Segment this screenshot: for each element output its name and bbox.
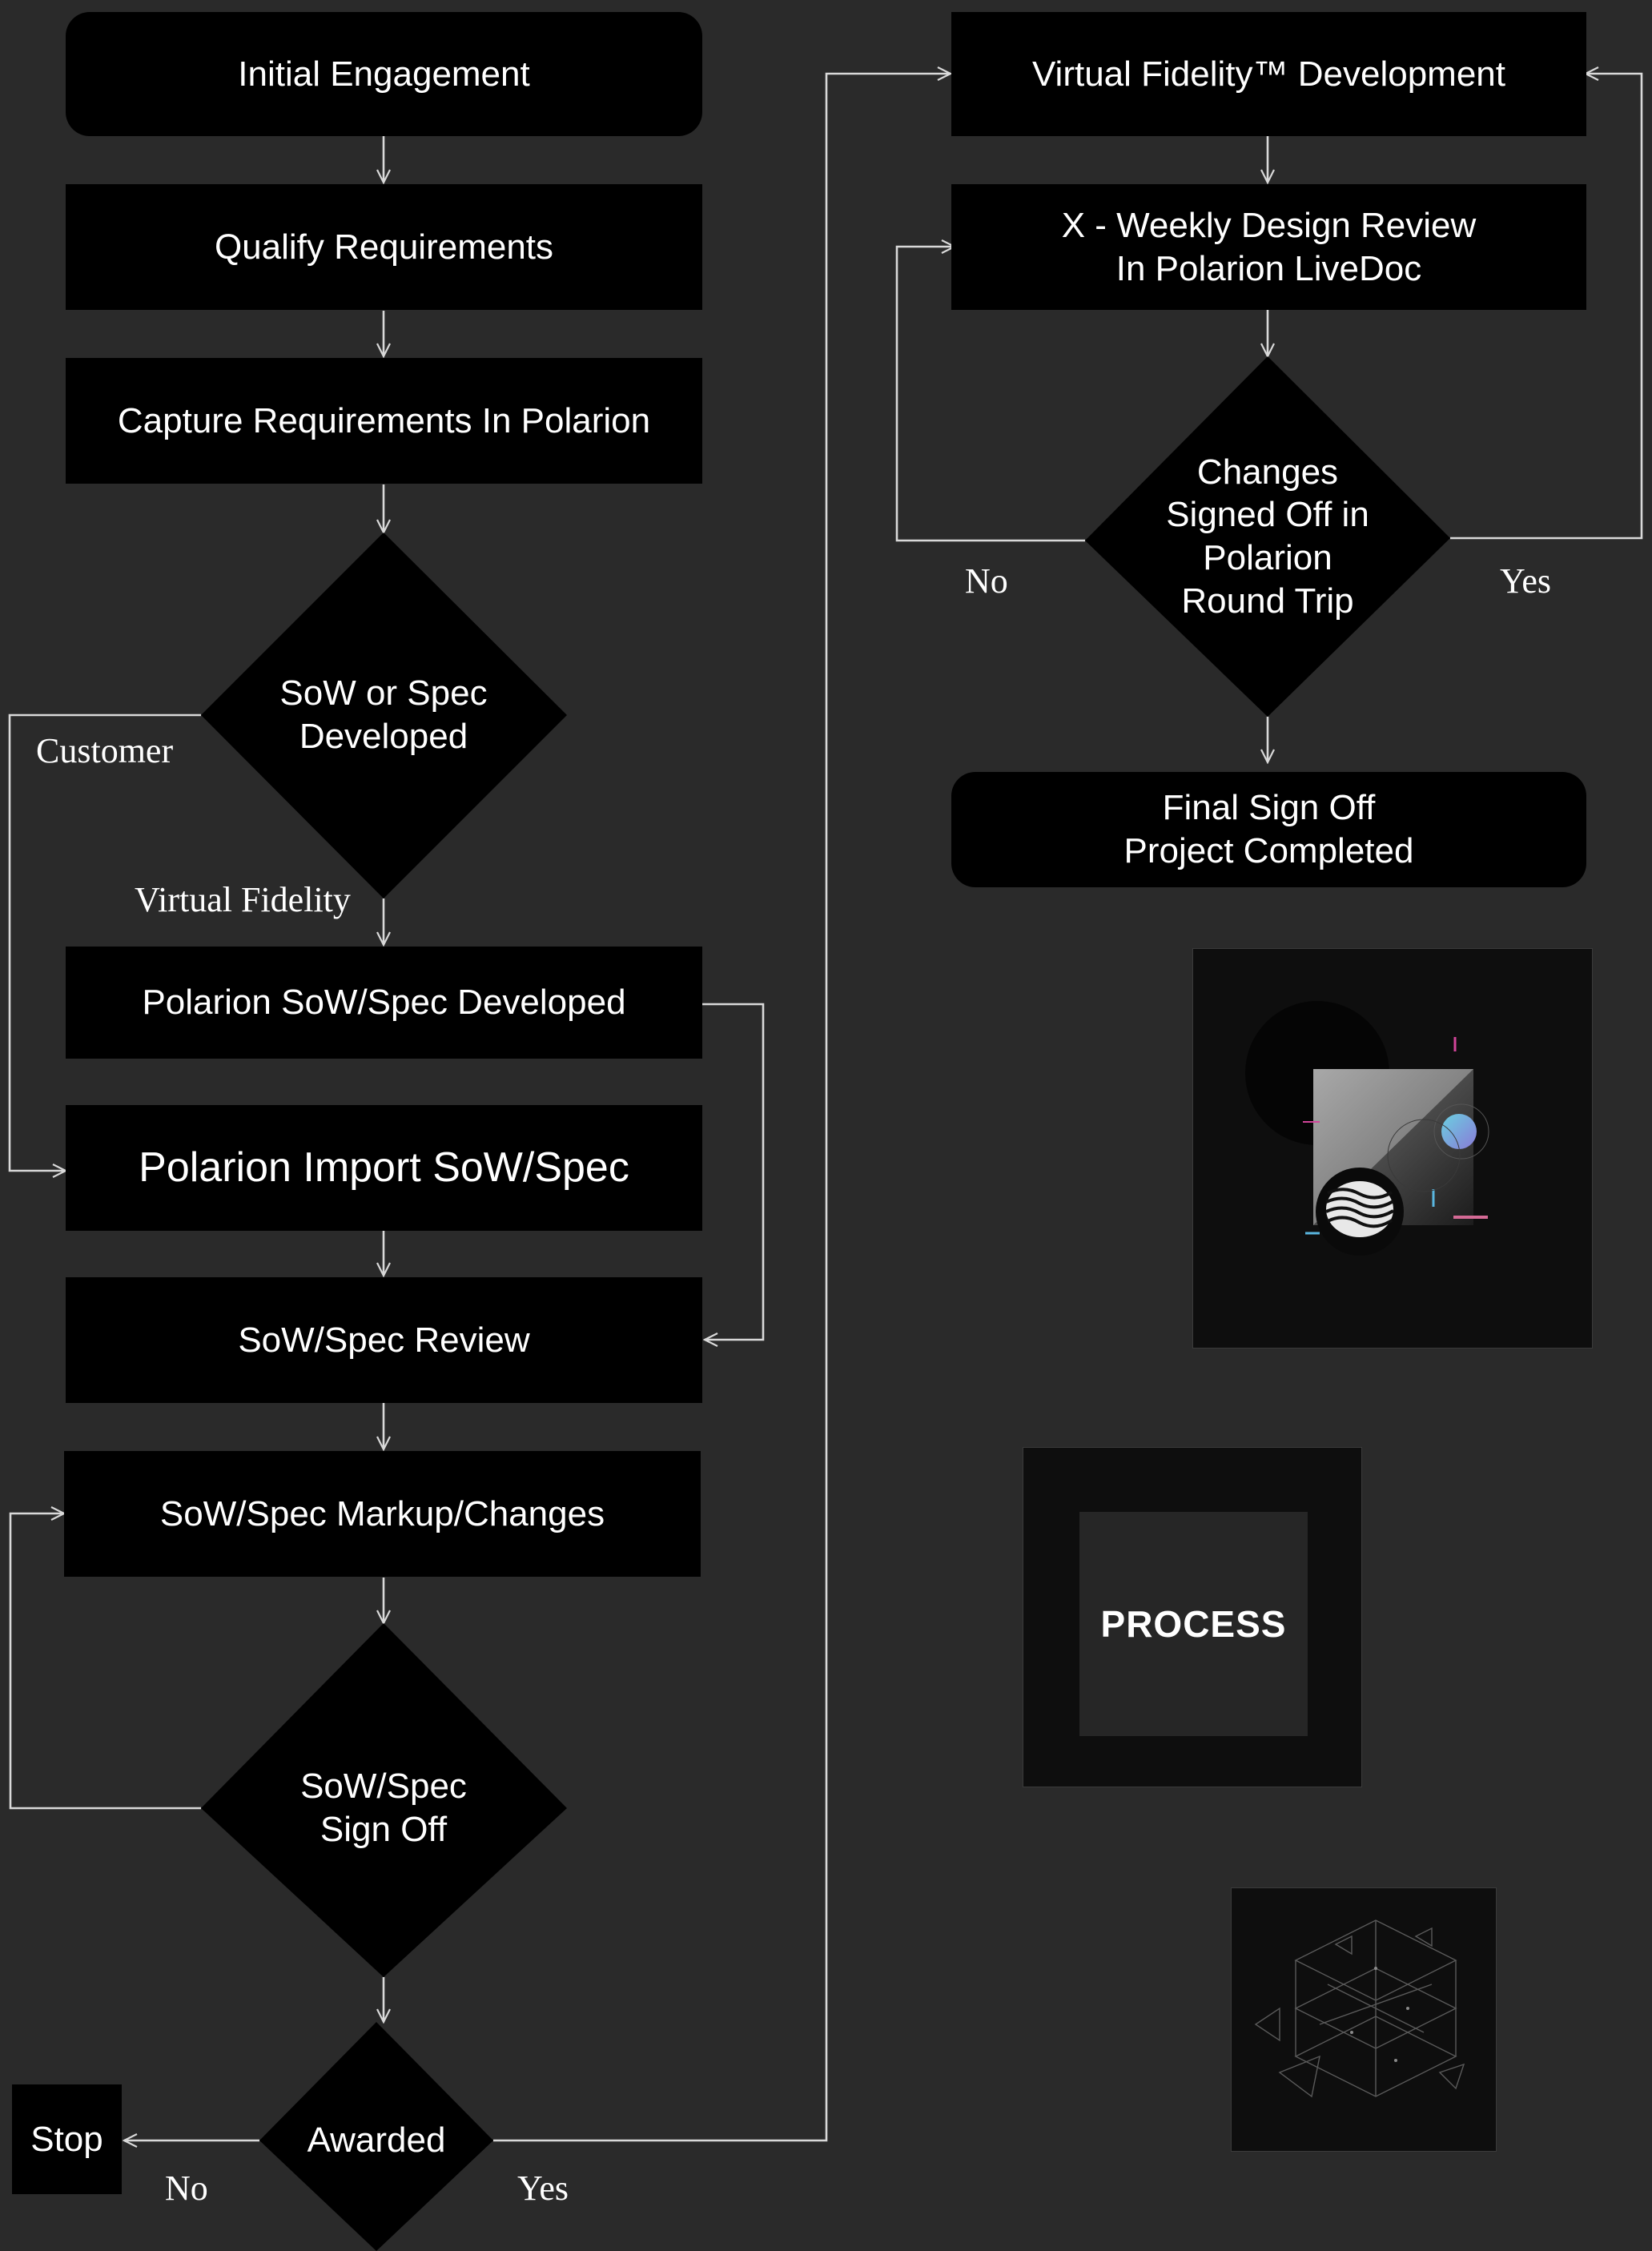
qualify-requirements-node: Qualify Requirements [66, 184, 702, 310]
awarded-no-edge-label: No [165, 2169, 208, 2208]
process-thumbnail: PROCESS [1023, 1447, 1362, 1787]
sow-spec-sign-off-label: SoW/Spec Sign Off [300, 1767, 467, 1849]
capture-requirements-node: Capture Requirements In Polarion [66, 358, 702, 484]
wireframe-triangles-icon [1254, 1919, 1465, 2098]
decision-sign-off-diamond [201, 1623, 567, 1977]
decision-awarded-diamond [259, 2022, 493, 2251]
weekly-design-review-node: X - Weekly Design Review In Polarion Liv… [951, 184, 1586, 310]
arrow-customer-to-import [8, 713, 201, 1171]
virtual-fidelity-edge-label: Virtual Fidelity [135, 880, 351, 919]
abstract-art-icon [1245, 1001, 1489, 1256]
abstract-art-thumbnail [1192, 948, 1593, 1349]
arrow-changes-yes-loop [1450, 74, 1643, 540]
initial-engagement-node: Initial Engagement [66, 12, 702, 136]
polarion-sow-spec-developed-node: Polarion SoW/Spec Developed [66, 947, 702, 1059]
awarded-label: Awarded [307, 2120, 446, 2161]
changes-no-edge-label: No [965, 561, 1008, 601]
arrow-developed-to-review [702, 1003, 765, 1340]
customer-edge-label: Customer [36, 731, 174, 770]
wireframe-thumbnail [1231, 1887, 1497, 2152]
changes-yes-edge-label: Yes [1500, 561, 1552, 601]
awarded-yes-edge-label: Yes [517, 2169, 569, 2208]
decision-changes-diamond [1085, 356, 1450, 717]
process-card: PROCESS [1079, 1512, 1308, 1736]
arrow-awarded-yes-to-development [493, 74, 951, 2142]
stop-node: Stop [12, 2084, 122, 2194]
final-sign-off-node: Final Sign Off Project Completed [951, 772, 1586, 887]
decision-sow-or-spec-diamond [201, 533, 567, 898]
sow-or-spec-developed-label: SoW or Spec Developed [279, 673, 488, 756]
virtual-fidelity-development-node: Virtual Fidelity™ Development [951, 12, 1586, 136]
sow-spec-review-node: SoW/Spec Review [66, 1277, 702, 1403]
arrow-signoff-loop-back [9, 1513, 201, 1810]
arrow-changes-no-loop [895, 247, 1085, 542]
sow-spec-markup-changes-node: SoW/Spec Markup/Changes [64, 1451, 701, 1577]
polarion-import-sow-spec-node: Polarion Import SoW/Spec [66, 1105, 702, 1231]
changes-signed-off-label: Changes Signed Off in Polarion Round Tri… [1166, 452, 1369, 621]
process-title: PROCESS [1100, 1603, 1287, 1645]
